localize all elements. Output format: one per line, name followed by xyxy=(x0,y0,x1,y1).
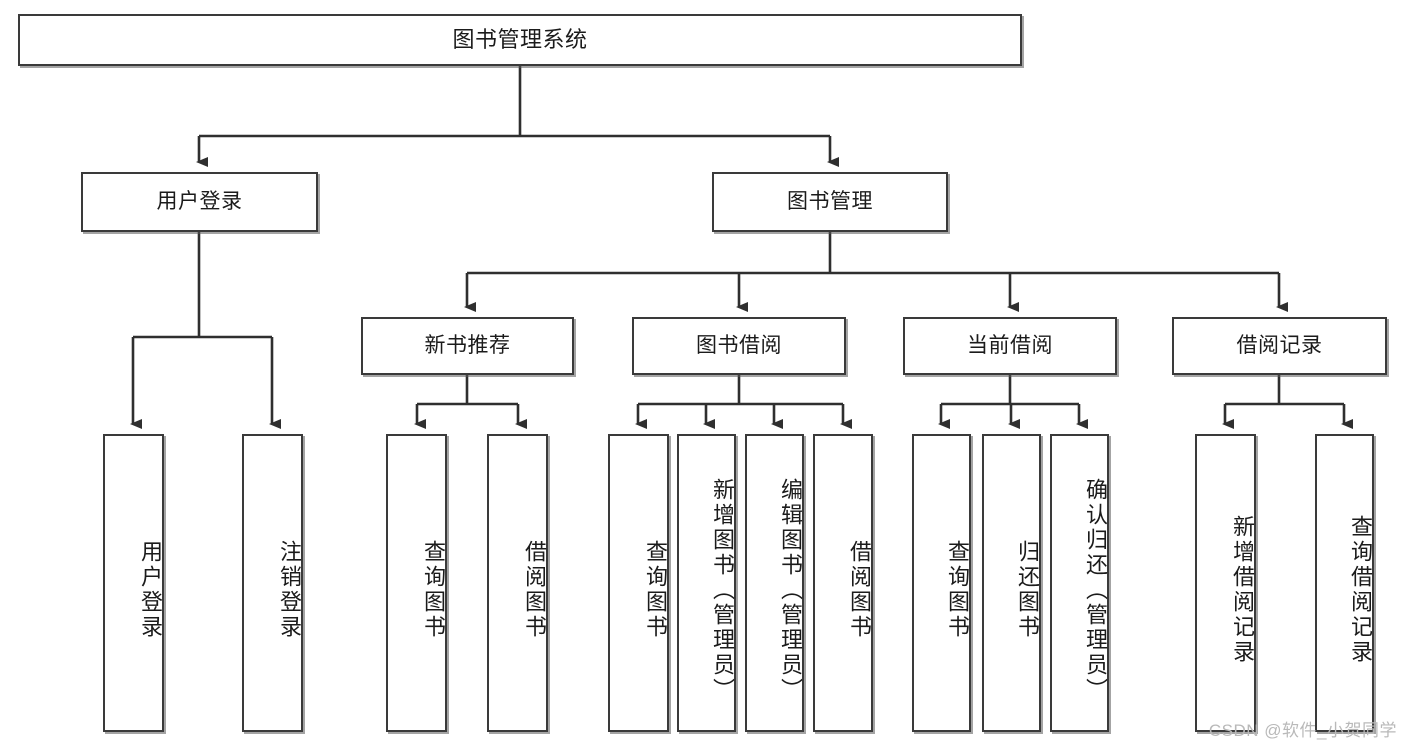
node-label: 图书管理 xyxy=(787,189,873,213)
node-leaf-borrow-book[interactable]: 借阅图书 xyxy=(813,434,873,732)
node-label: 借阅图书 xyxy=(847,540,872,640)
node-leaf-confirm-return[interactable]: 确认归还（管理员） xyxy=(1050,434,1109,732)
node-leaf-borrow-book-rec[interactable]: 借阅图书 xyxy=(487,434,548,732)
node-book-manage[interactable]: 图书管理 xyxy=(712,172,948,232)
node-label: 用户登录 xyxy=(138,540,163,640)
node-label: 注销登录 xyxy=(277,540,302,640)
node-label: 用户登录 xyxy=(156,189,243,213)
node-leaf-user-login[interactable]: 用户登录 xyxy=(103,434,164,732)
node-label: 新书推荐 xyxy=(424,333,511,357)
node-new-book-rec[interactable]: 新书推荐 xyxy=(361,317,574,375)
node-root[interactable]: 图书管理系统 xyxy=(18,14,1022,66)
node-label: 借阅图书 xyxy=(522,540,547,640)
node-label: 新增图书（管理员） xyxy=(710,477,735,703)
node-leaf-add-record[interactable]: 新增借阅记录 xyxy=(1195,434,1256,732)
watermark: CSDN @软件_小贺同学 xyxy=(1208,721,1397,740)
node-borrow-record[interactable]: 借阅记录 xyxy=(1172,317,1387,375)
node-leaf-edit-book[interactable]: 编辑图书（管理员） xyxy=(745,434,804,732)
node-leaf-query-book-rec[interactable]: 查询图书 xyxy=(386,434,447,732)
node-label: 编辑图书（管理员） xyxy=(778,477,803,703)
node-label: 查询图书 xyxy=(421,540,446,640)
node-current-borrow[interactable]: 当前借阅 xyxy=(903,317,1117,375)
node-label: 确认归还（管理员） xyxy=(1083,477,1108,703)
node-label: 当前借阅 xyxy=(967,333,1053,357)
node-leaf-add-book[interactable]: 新增图书（管理员） xyxy=(677,434,736,732)
node-leaf-query-book-cur[interactable]: 查询图书 xyxy=(912,434,971,732)
node-leaf-return-book[interactable]: 归还图书 xyxy=(982,434,1041,732)
node-label: 查询借阅记录 xyxy=(1348,515,1373,665)
node-leaf-query-book-borrow[interactable]: 查询图书 xyxy=(608,434,669,732)
node-book-borrow[interactable]: 图书借阅 xyxy=(632,317,846,375)
node-user-login[interactable]: 用户登录 xyxy=(81,172,318,232)
node-label: 查询图书 xyxy=(643,540,668,640)
node-leaf-query-record[interactable]: 查询借阅记录 xyxy=(1315,434,1374,732)
node-label: 归还图书 xyxy=(1015,540,1040,640)
node-leaf-logout[interactable]: 注销登录 xyxy=(242,434,303,732)
node-label: 图书借阅 xyxy=(696,333,782,357)
node-label: 查询图书 xyxy=(945,540,970,640)
node-label: 借阅记录 xyxy=(1236,333,1323,357)
node-label: 图书管理系统 xyxy=(452,27,588,53)
node-label: 新增借阅记录 xyxy=(1230,515,1255,665)
